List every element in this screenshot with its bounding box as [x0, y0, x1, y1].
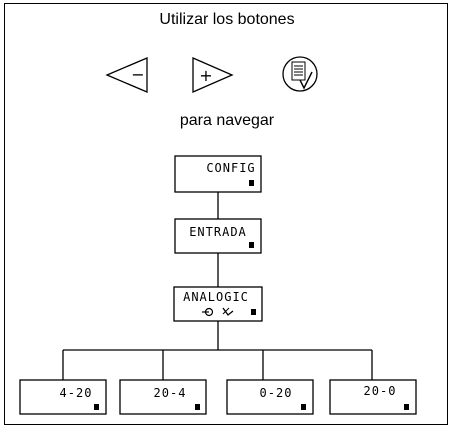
lcd-label-leaf: 0-20: [260, 386, 293, 400]
lcd-indicator: [249, 180, 254, 186]
plus-symbol: +: [199, 66, 212, 85]
lcd-indicator: [249, 242, 254, 248]
lcd-box-analogic: ANALOGIC: [173, 286, 263, 322]
lcd-label-leaf: 20-0: [364, 384, 397, 398]
left-arrow-icon: [105, 57, 148, 93]
enter-icon: [202, 307, 214, 317]
left-arrow-button[interactable]: −: [105, 57, 148, 93]
list-check-icon: [291, 61, 313, 90]
menu-button[interactable]: [282, 56, 318, 92]
lcd-indicator: [301, 404, 306, 410]
minus-symbol: −: [131, 65, 144, 84]
lcd-label-analogic: ANALOGIC: [183, 290, 249, 304]
lcd-indicator: [251, 309, 256, 315]
lcd-indicator: [94, 404, 99, 410]
tree-connectors: [62, 192, 373, 380]
lcd-label-entrada: ENTRADA: [189, 225, 247, 239]
lcd-label-leaf: 4-20: [60, 386, 93, 400]
lcd-box-config: CONFIG: [174, 155, 262, 193]
instruction-top: Utilizar los botones: [159, 11, 295, 28]
lcd-box-20-4: 20-4: [119, 379, 207, 415]
lcd-box-entrada: ENTRADA: [174, 218, 262, 254]
diagram-frame: [4, 3, 448, 425]
lcd-indicator: [404, 404, 409, 410]
lcd-box-4-20: 4-20: [19, 379, 107, 415]
right-arrow-icon: [192, 57, 234, 93]
right-arrow-button[interactable]: +: [192, 57, 234, 93]
lcd-indicator: [195, 404, 200, 410]
lcd-box-0-20: 0-20: [226, 379, 314, 415]
lcd-box-20-0: 20-0: [329, 379, 417, 415]
back-icon: [222, 307, 234, 316]
lcd-label-config: CONFIG: [206, 161, 255, 175]
instruction-bottom: para navegar: [179, 112, 275, 129]
lcd-label-leaf: 20-4: [154, 386, 187, 400]
